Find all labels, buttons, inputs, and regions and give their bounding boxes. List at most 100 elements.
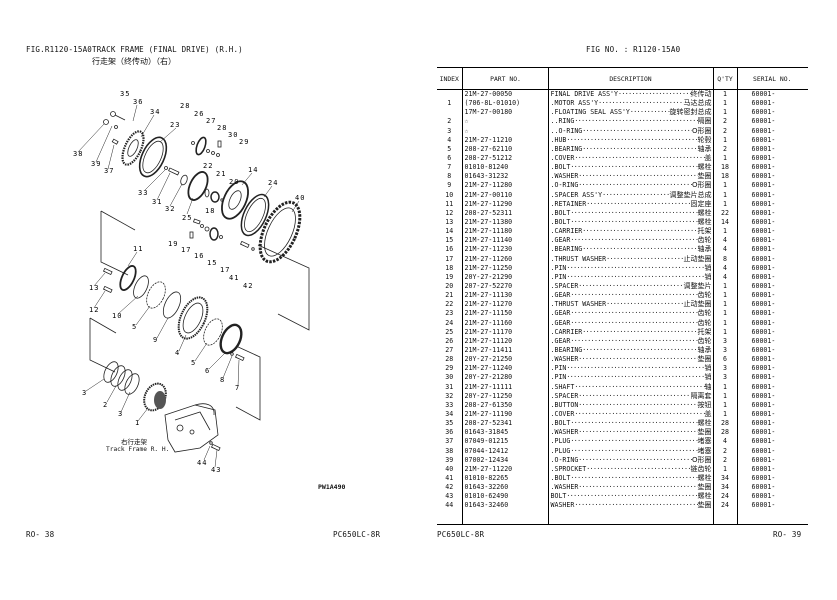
row-serial: 60001-	[751, 346, 776, 354]
description-en: .SPROCKET	[550, 464, 587, 473]
row-description: .SPACER ASS'Y调整垫片总成	[548, 190, 714, 200]
row-serial: 60001-	[751, 501, 776, 510]
row-qty: 3	[713, 345, 738, 356]
row-part-no: 21M-27-11260	[462, 254, 549, 264]
description-cn: 旋转密封总成	[669, 108, 712, 117]
row-description: FINAL DRIVE ASS'Y终传动	[548, 89, 714, 100]
row-part-no: 20Y-27-21290	[462, 272, 549, 282]
callout-number: 4	[175, 349, 180, 357]
description-en: FINAL DRIVE ASS'Y	[550, 90, 619, 99]
row-index: 44	[437, 501, 463, 511]
row-qty: 2	[713, 117, 738, 127]
row-qty: 1	[713, 400, 738, 410]
row-description: .MOTOR ASS'Y马达总成	[548, 99, 714, 109]
row-qty: 3	[713, 364, 738, 374]
description-en: .BOLT	[550, 208, 571, 217]
row-qty: 3	[713, 373, 738, 383]
description-cn: 垫圈	[697, 355, 712, 364]
description-en: .BEARING	[550, 245, 583, 254]
description-en: .THRUST WASHER	[550, 300, 607, 309]
description-en: .WASHER	[550, 172, 579, 181]
callout-number: 21	[216, 170, 226, 178]
row-description: .RETAINER固定座	[548, 199, 714, 209]
table-header: INDEX PART NO. DESCRIPTION Q'TY SERIAL N…	[437, 67, 808, 90]
fig-number: FIG.R1120-15A0	[26, 45, 93, 54]
description-cn: 托架	[697, 227, 712, 236]
description-en: .GEAR	[550, 236, 571, 245]
row-description: .THRUST WASHER止动垫圈	[548, 254, 714, 264]
row-description: .COVER盖	[548, 409, 714, 420]
description-en: .GEAR	[550, 309, 571, 318]
callout-number: 44	[197, 459, 207, 467]
callout-number: 11	[133, 245, 143, 253]
frame-label-en: Track Frame R. H.	[106, 446, 170, 453]
callout-number: 34	[150, 108, 160, 116]
description-cn: 螺栓	[697, 163, 712, 172]
leader-dots	[578, 172, 697, 181]
description-cn: 垫圈	[697, 172, 712, 181]
row-serial: 60001-	[751, 318, 776, 327]
description-cn: 固定座	[690, 199, 712, 208]
row-serial: 60001-	[751, 364, 776, 373]
description-en: .O-RING	[550, 455, 579, 464]
callout-number: 27	[206, 117, 216, 125]
row-serial: 60001-	[751, 181, 776, 190]
callout-number: 6	[205, 367, 210, 375]
row-part-no: 208-27-62110	[462, 144, 549, 154]
table-row: 2☆..RING隔圈260001-	[437, 117, 808, 127]
row-index: 42	[437, 483, 463, 493]
leader-dots	[598, 99, 683, 108]
row-serial: 60001-	[751, 446, 776, 455]
row-serial: 60001-	[751, 291, 776, 300]
row-qty: 28	[713, 428, 738, 438]
description-en: .COVER	[550, 154, 575, 163]
callout-number: 35	[120, 90, 130, 98]
row-description: .SPROCKET链齿轮	[548, 464, 714, 474]
leader-dots	[582, 346, 697, 355]
description-en: .BEARING	[550, 144, 583, 153]
callout-number: 17	[181, 246, 191, 254]
row-serial: 60001-	[751, 208, 776, 217]
leader-dots	[570, 309, 697, 318]
right-model-name: PC650LC-8R	[437, 530, 485, 539]
figure-title-cn: 行走架（终传动）（右）	[92, 57, 176, 66]
callout-number: 13	[89, 284, 99, 292]
leader-dots	[630, 108, 670, 117]
row-part-no: 21M-27-11250	[462, 263, 549, 273]
row-index: 33	[437, 400, 463, 410]
callout-number: 29	[239, 138, 249, 146]
row-index: 35	[437, 419, 463, 429]
col-qty: Q'TY	[713, 67, 738, 90]
callout-number: 31	[152, 198, 162, 206]
description-cn: 止动垫圈	[683, 254, 712, 263]
row-serial: 60001-	[751, 263, 776, 272]
leader-dots	[570, 447, 697, 456]
frame-label-cn: 右行走架	[121, 438, 147, 446]
row-description: .FLOATING SEAL ASS'Y旋转密封总成	[548, 108, 714, 118]
callout-number: 18	[205, 207, 215, 215]
row-part-no: 07002-12434	[462, 455, 549, 465]
row-index: 40	[437, 464, 463, 474]
row-serial: 60001-	[751, 154, 776, 163]
callout-number: 12	[89, 306, 99, 314]
leader-dots	[566, 264, 704, 273]
description-en: .MOTOR ASS'Y	[550, 99, 599, 108]
callout-number: 38	[73, 150, 83, 158]
row-part-no: 208-27-52311	[462, 208, 549, 218]
row-description: ..O-RINGO形圈	[548, 126, 714, 136]
row-qty: 3	[713, 336, 738, 346]
description-cn: 螺栓	[697, 218, 712, 227]
description-en: .GEAR	[550, 291, 571, 300]
row-part-no: 20Y-27-21250	[462, 355, 549, 365]
row-serial: 60001-	[751, 117, 776, 126]
